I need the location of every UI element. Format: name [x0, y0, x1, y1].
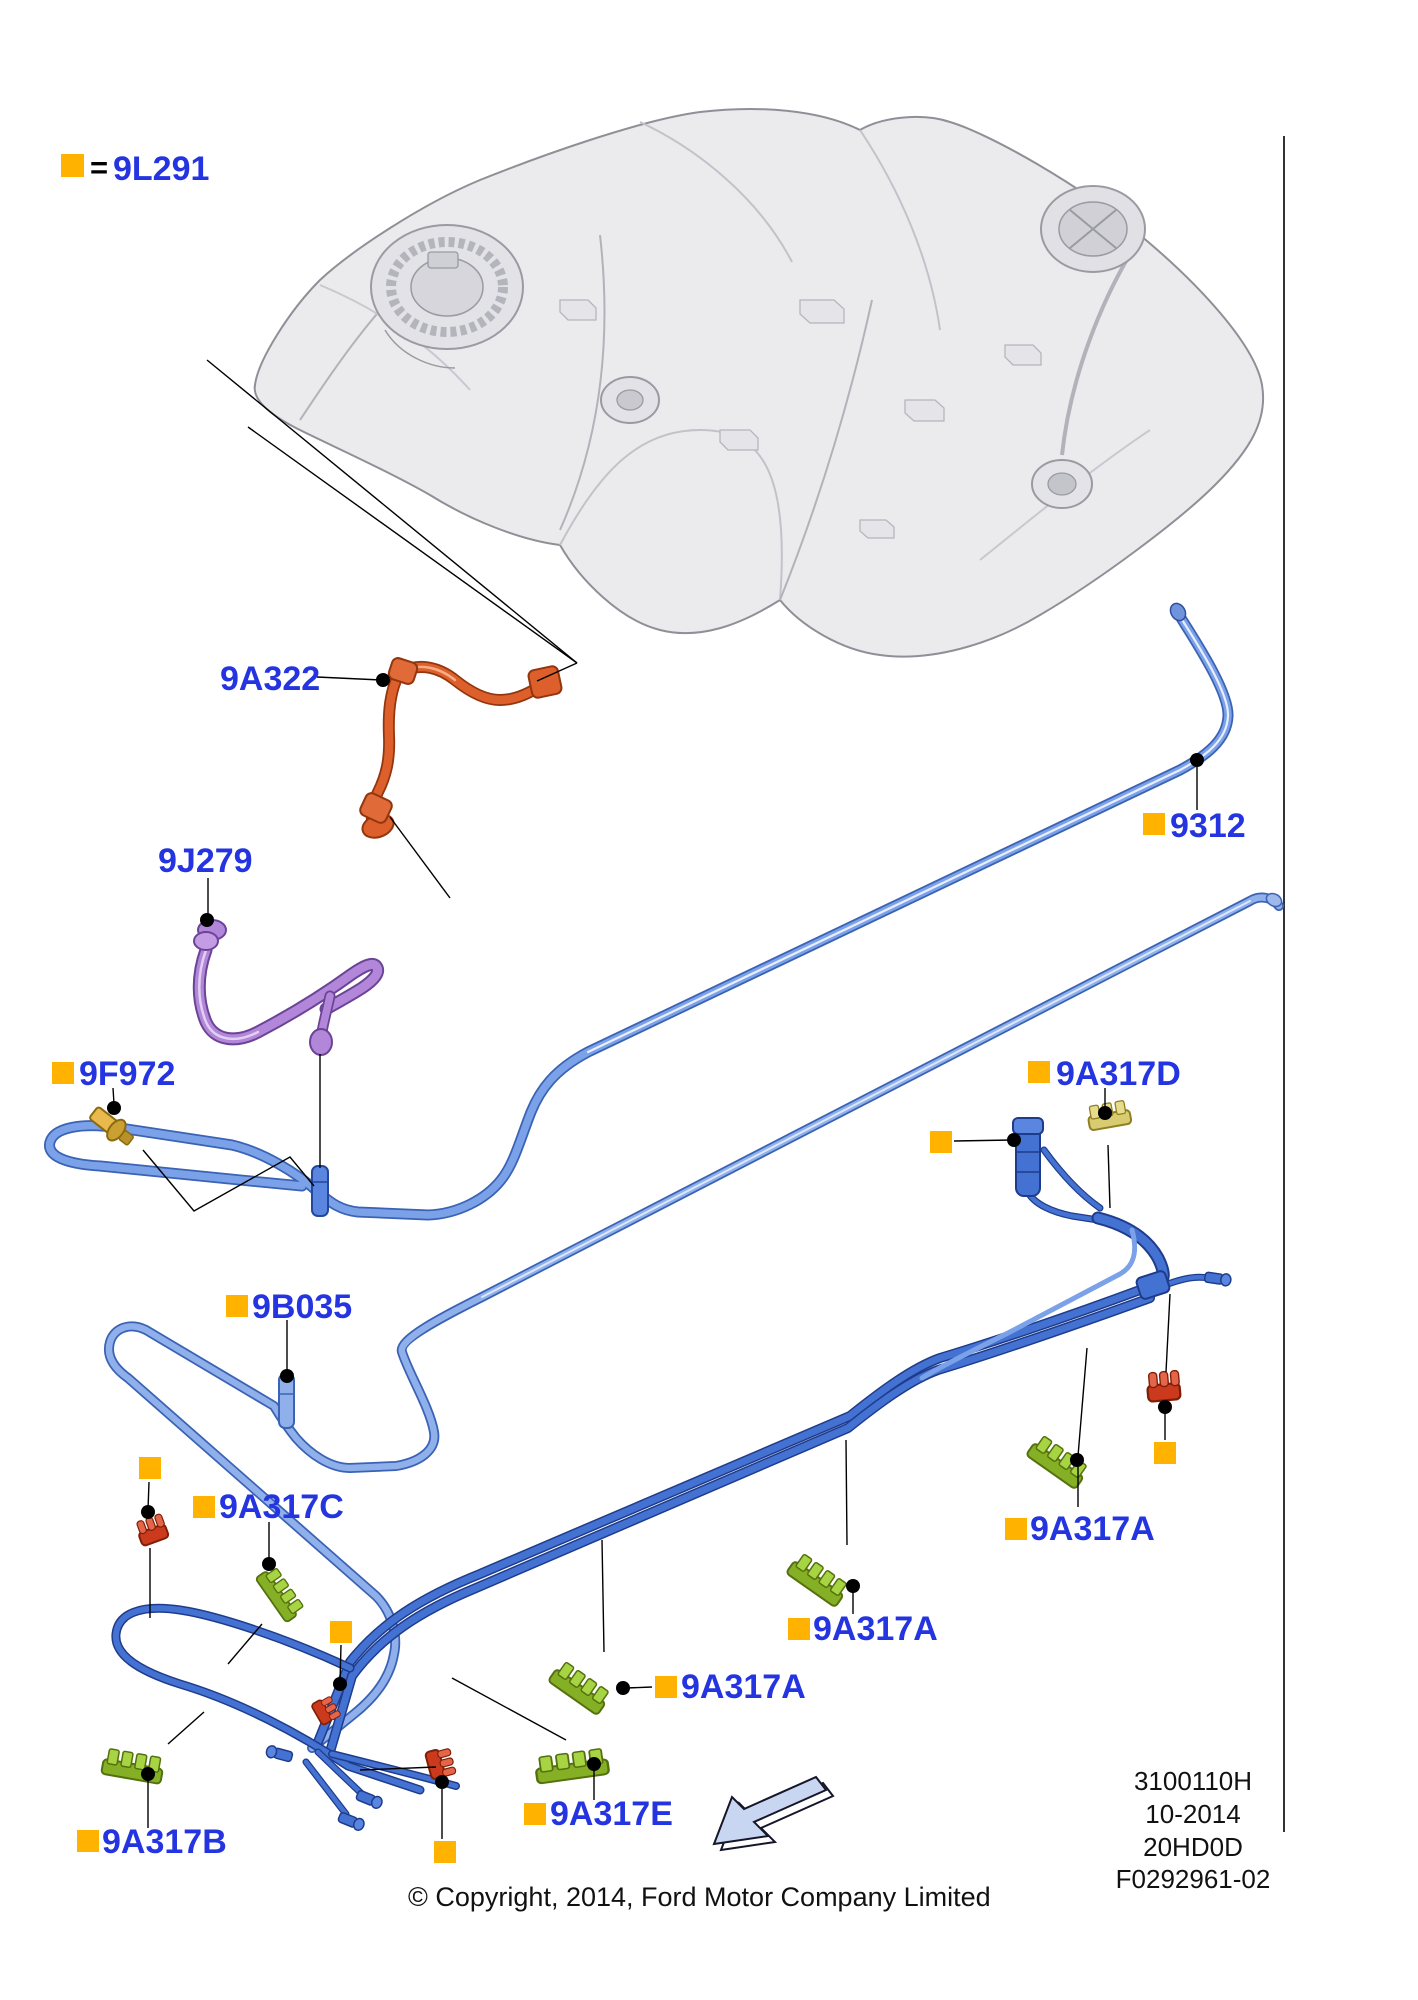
fuel-line-main-pair [313, 1279, 1161, 1757]
part-labels: = 9L291 9A322 9J279 9F972 9312 9A317D 9B… [79, 150, 1246, 1861]
part-label-9j279[interactable]: 9J279 [158, 842, 253, 880]
part-label-9a322[interactable]: 9A322 [220, 660, 320, 698]
nozzle-connector [1203, 1270, 1233, 1288]
nozzle-connector [354, 1788, 385, 1811]
footer-sheet-code: 20HD0D [1143, 1832, 1243, 1862]
fuel-line-9b035 [104, 892, 1284, 1753]
vertical-connector [1012, 1117, 1044, 1197]
nozzle-connector [336, 1810, 367, 1833]
part-label-9a317d[interactable]: 9A317D [1056, 1055, 1181, 1093]
marker-square [193, 1496, 215, 1518]
red-clip-icon [423, 1745, 458, 1781]
footer-code-block: 3100110H 10-2014 20HD0D F0292961-02 [1116, 1766, 1271, 1894]
clip-9a317a-left-icon [546, 1658, 614, 1717]
clip-9a317b-icon [100, 1746, 166, 1785]
fuel-tube-9j279 [192, 919, 385, 1056]
fuel-line-left-hairpin [111, 1603, 425, 1795]
marker-square [1005, 1518, 1027, 1540]
marker-square [655, 1676, 677, 1698]
marker-square [1028, 1061, 1050, 1083]
leader-dots [107, 673, 1204, 1789]
direction-arrow-icon [712, 1775, 835, 1852]
marker-square [434, 1841, 456, 1863]
marker-square [788, 1618, 810, 1640]
marker-square [77, 1830, 99, 1852]
fuel-line-junction [919, 1146, 1212, 1381]
part-label-9a317c[interactable]: 9A317C [219, 1488, 344, 1526]
callout-leader-lines [112, 359, 1198, 1839]
clips [100, 1098, 1182, 1785]
vent-port-inner [616, 389, 644, 411]
legend-code[interactable]: 9L291 [113, 150, 209, 188]
part-label-9f972[interactable]: 9F972 [79, 1055, 175, 1093]
marker-square [1143, 813, 1165, 835]
marker-square [930, 1131, 952, 1153]
sender-unit [1040, 185, 1146, 273]
legend-marker-square [61, 154, 84, 177]
fuel-tube-9a322 [359, 657, 563, 839]
nozzle-connector [264, 1743, 295, 1764]
marker-square [1154, 1442, 1176, 1464]
fuel-pump-flange [370, 224, 524, 369]
marker-square [52, 1062, 74, 1084]
part-label-9a317e[interactable]: 9A317E [550, 1795, 673, 1833]
fuel-lines [44, 602, 1284, 1818]
sensor-9f972-icon [89, 1106, 134, 1146]
footer-date: 10-2014 [1145, 1799, 1240, 1829]
marker-square [524, 1803, 546, 1825]
marker-square [226, 1295, 248, 1317]
marker-squares [52, 154, 1176, 1863]
quick-connect-stub [311, 1165, 329, 1217]
copyright-notice: © Copyright, 2014, Ford Motor Company Li… [408, 1882, 991, 1912]
part-label-9a317a[interactable]: 9A317A [681, 1668, 806, 1706]
marker-square [139, 1457, 161, 1479]
part-label-9312[interactable]: 9312 [1170, 807, 1246, 845]
fuel-tank-illustration [253, 108, 1265, 658]
legend-equals: = [90, 150, 108, 185]
part-label-9b035[interactable]: 9B035 [252, 1288, 352, 1326]
marker-square [330, 1621, 352, 1643]
red-clip-icon [1144, 1369, 1182, 1403]
part-label-9a317b[interactable]: 9A317B [102, 1823, 227, 1861]
clip-9a317a-mid-icon [784, 1550, 852, 1609]
connectors [264, 1117, 1233, 1833]
red-clip-icon [133, 1512, 171, 1548]
clip-9a317c-icon [254, 1564, 307, 1624]
footer-doc-number: 3100110H [1134, 1766, 1252, 1796]
footer-drawing-number: F0292961-02 [1116, 1864, 1271, 1894]
drain-port-inner [1047, 472, 1077, 496]
part-label-9a317a[interactable]: 9A317A [1030, 1510, 1155, 1548]
part-label-9a317a[interactable]: 9A317A [813, 1610, 938, 1648]
